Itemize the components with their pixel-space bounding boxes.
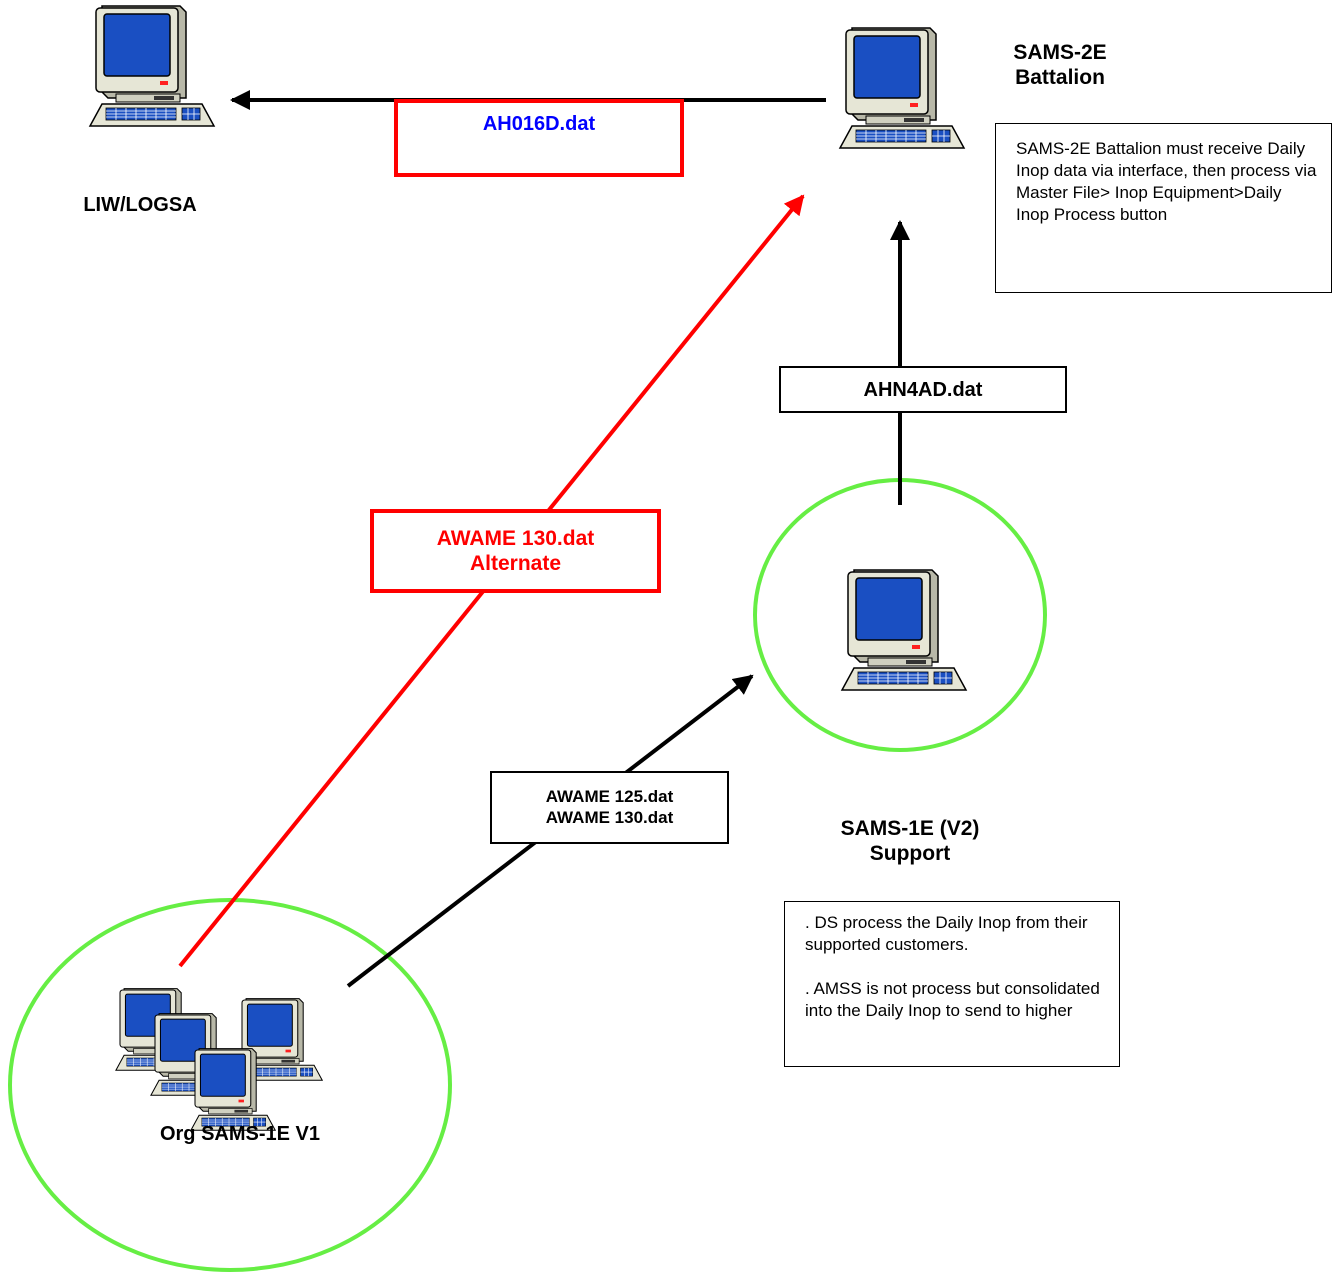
file-ahn4ad-label: AHN4AD.dat xyxy=(863,378,983,401)
battalion-note-text: SAMS-2E Battalion must receive Daily Ino… xyxy=(1016,139,1317,224)
file-awame125-label: AWAME 125.dat xyxy=(545,787,674,807)
file-awame-alternate-line1: AWAME 130.dat xyxy=(436,526,595,550)
sams1e-v2-label-line2: Support xyxy=(869,842,951,866)
org-node-circle xyxy=(8,898,452,1272)
sams2e-battalion-label: SAMS-2E Battalion xyxy=(960,40,1160,90)
liw-logsa-label: LIW/LOGSA xyxy=(83,194,197,216)
file-awame-support-box: AWAME 125.dat AWAME 130.dat xyxy=(490,771,729,844)
org-sams1e-v1-label: Org SAMS-1E V1 xyxy=(159,1123,321,1145)
file-awame130-label: AWAME 130.dat xyxy=(545,807,674,827)
sams1e-v2-label-line1: SAMS-1E (V2) xyxy=(840,817,980,840)
file-awame-alternate-line2: Alternate xyxy=(469,552,562,575)
org-computer-cluster-icon xyxy=(116,989,322,1131)
battalion-note: SAMS-2E Battalion must receive Daily Ino… xyxy=(995,123,1332,293)
sams1e-v2-support-label: SAMS-1E (V2) Support xyxy=(790,816,1030,866)
liw-computer-icon xyxy=(89,5,215,127)
battalion-computer-icon xyxy=(839,27,965,149)
file-ahn4ad-box: AHN4AD.dat xyxy=(779,366,1067,413)
sams2e-label-line2: Battalion xyxy=(1015,66,1105,90)
file-ah016d-label: AH016D.dat xyxy=(482,113,596,135)
file-awame-alternate-box: AWAME 130.dat Alternate xyxy=(370,509,661,593)
support-note-para1: . DS process the Daily Inop from their s… xyxy=(805,913,1088,954)
sams2e-label-line1: SAMS-2E xyxy=(1013,41,1107,64)
support-note: . DS process the Daily Inop from their s… xyxy=(784,901,1120,1067)
support-computer-icon xyxy=(841,569,967,691)
support-note-para2: . AMSS is not process but consolidated i… xyxy=(805,979,1100,1020)
file-ah016d-box: AH016D.dat xyxy=(394,99,684,177)
